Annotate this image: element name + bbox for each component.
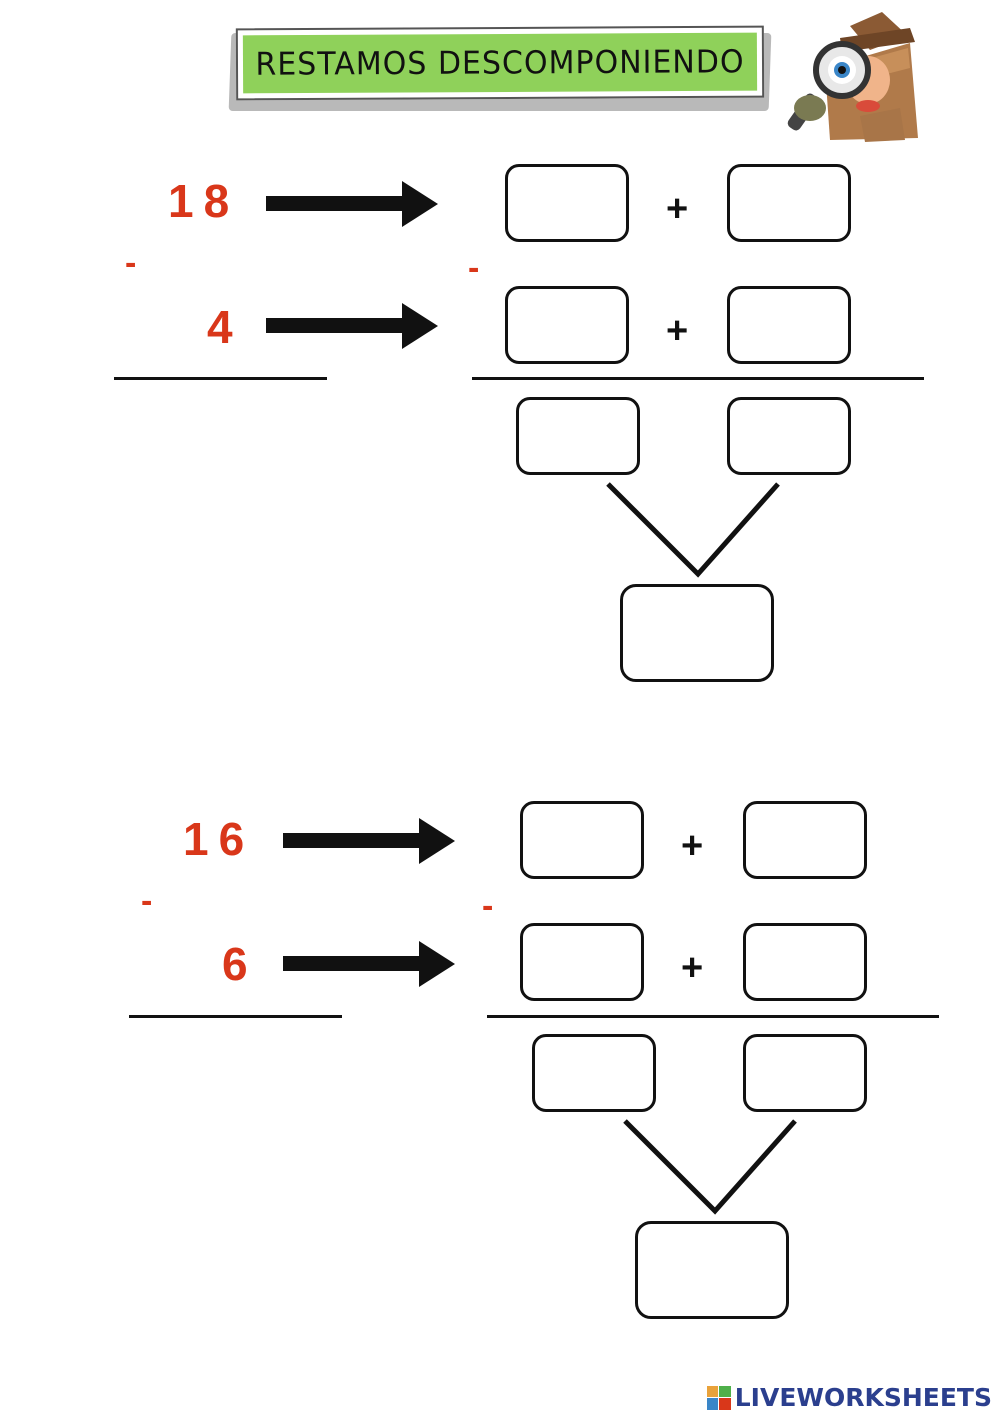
minuend-2: 16	[183, 813, 255, 865]
subtrahend-2: 6	[222, 938, 258, 990]
liveworksheets-brand[interactable]: LIVEWORKSHEETS	[706, 1383, 992, 1412]
v-connector	[606, 482, 780, 578]
detective-icon	[787, 12, 918, 142]
answer-box[interactable]	[520, 801, 644, 879]
result-box[interactable]	[620, 584, 774, 682]
minus-sign-right-1: -	[468, 249, 480, 287]
minus-sign-left-1: -	[125, 244, 137, 282]
arrow-right-icon	[266, 181, 438, 227]
arrow-right-icon	[283, 941, 455, 987]
answer-box[interactable]	[532, 1034, 656, 1112]
liveworksheets-logo-icon	[706, 1385, 731, 1410]
plus-sign: +	[666, 310, 689, 352]
answer-box[interactable]	[505, 286, 629, 364]
answer-box[interactable]	[743, 801, 867, 879]
page-title: RESTAMOS DESCOMPONIENDO	[255, 43, 745, 83]
plus-sign: +	[666, 188, 689, 230]
answer-box[interactable]	[743, 923, 867, 1001]
answer-box[interactable]	[505, 164, 629, 242]
minus-sign-right-2: -	[482, 887, 494, 925]
decomposition-line-1	[472, 377, 924, 380]
answer-box[interactable]	[727, 397, 851, 475]
answer-box[interactable]	[727, 286, 851, 364]
minuend-1: 18	[168, 175, 240, 227]
answer-box[interactable]	[743, 1034, 867, 1112]
brand-text: LIVEWORKSHEETS	[734, 1383, 992, 1412]
result-line-1	[114, 377, 327, 380]
subtrahend-1: 4	[207, 301, 243, 353]
result-box[interactable]	[635, 1221, 789, 1319]
decomposition-line-2	[487, 1015, 939, 1018]
plus-sign: +	[681, 947, 704, 989]
answer-box[interactable]	[727, 164, 851, 242]
arrow-right-icon	[266, 303, 438, 349]
arrow-right-icon	[283, 818, 455, 864]
answer-box[interactable]	[520, 923, 644, 1001]
result-line-2	[129, 1015, 342, 1018]
plus-sign: +	[681, 825, 704, 867]
v-connector	[623, 1119, 797, 1215]
answer-box[interactable]	[516, 397, 640, 475]
minus-sign-left-2: -	[141, 882, 153, 920]
title-banner: RESTAMOS DESCOMPONIENDO	[235, 25, 765, 101]
